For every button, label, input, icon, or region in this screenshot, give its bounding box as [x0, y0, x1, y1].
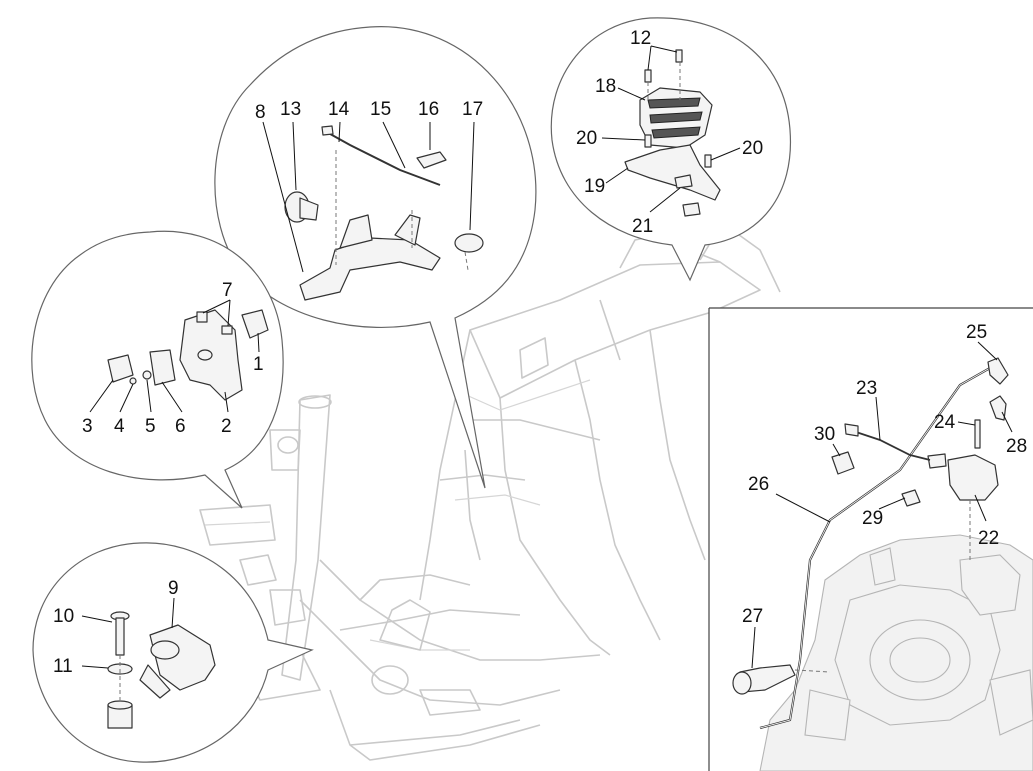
- callout-18: 18: [595, 76, 616, 97]
- callout-11: 11: [53, 656, 73, 677]
- ignition-coil-part: [947, 454, 999, 501]
- callout-17: 17: [462, 99, 483, 120]
- callout-27: 27: [742, 606, 763, 627]
- ignition-inset-panel: [708, 307, 1033, 771]
- detail-bubble-mount-bracket: [214, 26, 537, 489]
- mount-plate-part: [299, 237, 441, 301]
- callout-13: 13: [280, 99, 301, 120]
- callout-20a: 20: [576, 128, 597, 149]
- scooter-frame: [199, 231, 781, 761]
- callout-5: 5: [145, 416, 156, 437]
- detail-bubble-voltage-regulator: [550, 17, 792, 282]
- callout-16: 16: [418, 99, 439, 120]
- callout-25: 25: [966, 322, 987, 343]
- callout-14: 14: [328, 99, 350, 120]
- callout-10: 10: [53, 606, 74, 627]
- callout-22: 22: [978, 528, 999, 549]
- detail-bubble-sensor-bracket: [31, 230, 284, 509]
- callout-26: 26: [748, 474, 769, 495]
- callout-1: 1: [253, 354, 264, 375]
- callout-21: 21: [632, 216, 653, 237]
- detail-bubble-rubber-mount: [32, 542, 314, 763]
- callout-2: 2: [221, 416, 232, 437]
- callout-8: 8: [255, 102, 266, 123]
- callout-28: 28: [1006, 436, 1027, 457]
- callout-30: 30: [814, 424, 835, 445]
- callout-24: 24: [934, 412, 956, 433]
- callout-labels: 1 2 3 4 5 6 7 8 9 10 11 12 13 14 15 16 1…: [53, 28, 1027, 677]
- callout-29: 29: [862, 508, 883, 529]
- callout-12: 12: [630, 28, 651, 49]
- callout-9: 9: [168, 578, 179, 599]
- callout-3: 3: [82, 416, 93, 437]
- callout-7: 7: [222, 280, 233, 301]
- callout-20b: 20: [742, 138, 763, 159]
- callout-19: 19: [584, 176, 605, 197]
- callout-23: 23: [856, 378, 877, 399]
- callout-15: 15: [370, 99, 391, 120]
- callout-4: 4: [114, 416, 125, 437]
- callout-6: 6: [175, 416, 186, 437]
